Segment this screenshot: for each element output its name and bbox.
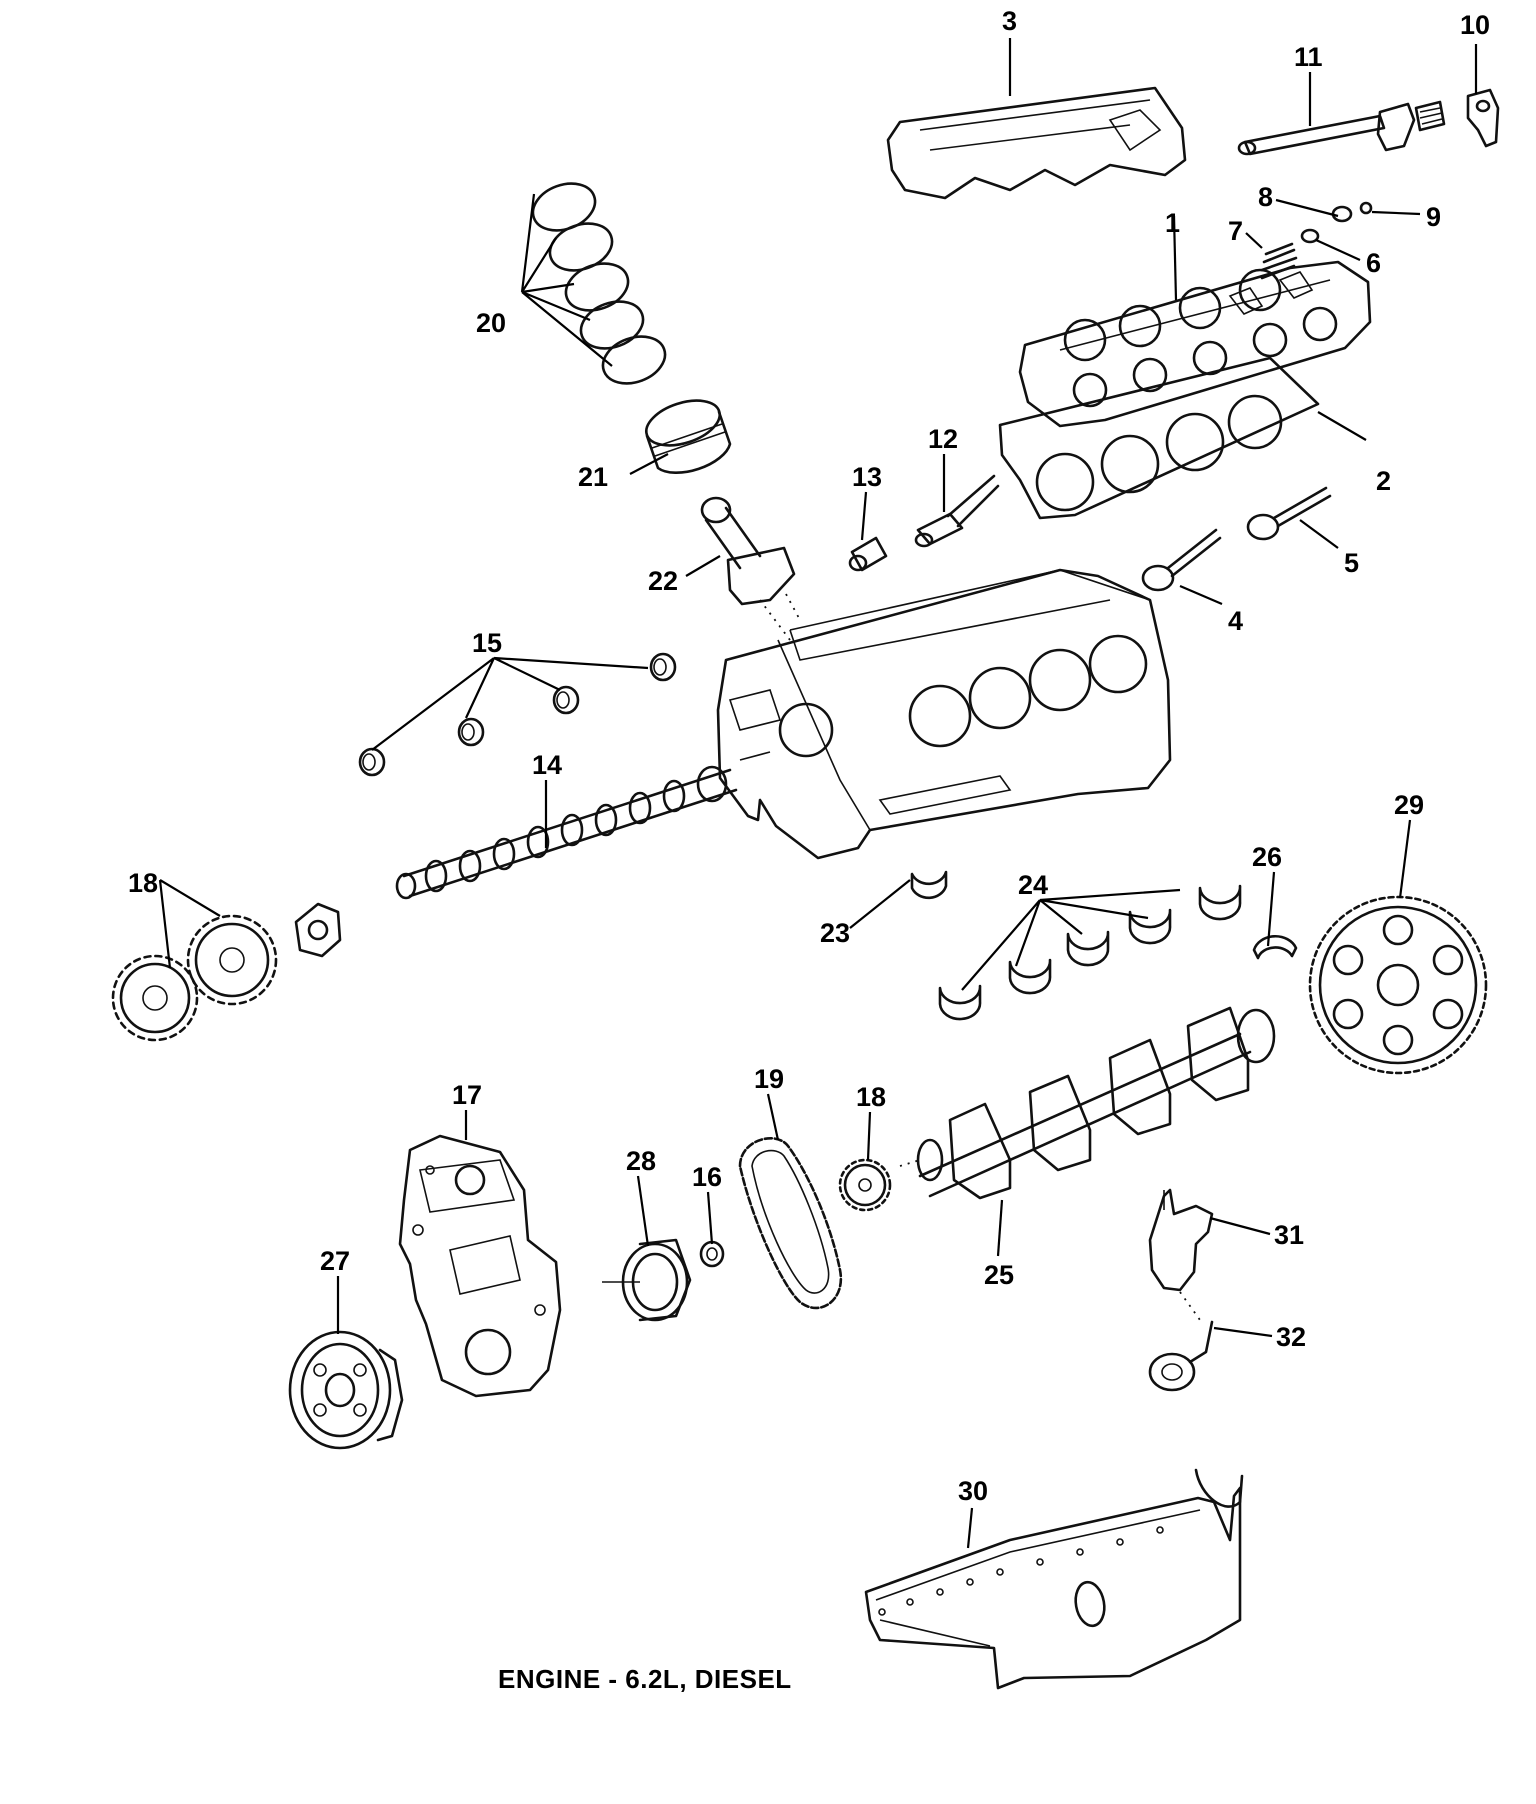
- oil-pump: [1148, 1188, 1214, 1321]
- crankshaft-hub: [602, 1238, 692, 1322]
- callout-7: 7: [1228, 216, 1243, 246]
- callout-30: 30: [958, 1476, 988, 1506]
- spring-seal: [1300, 228, 1320, 244]
- callout-18-crankshaft: 18: [856, 1082, 886, 1112]
- spring-retainer: [1331, 205, 1353, 223]
- callout-28: 28: [626, 1146, 656, 1176]
- callout-1: 1: [1165, 208, 1180, 238]
- timing-chain: [738, 1137, 843, 1310]
- exhaust-valve: [1246, 486, 1332, 541]
- crankshaft-sprocket: [838, 1158, 892, 1212]
- callout-numbers: 1 2 3 4 5 6 7 8 9 10 11 12 13 14 15 16 1…: [128, 6, 1490, 1506]
- callout-4: 4: [1228, 606, 1243, 636]
- oil-pickup-tube: [1148, 1320, 1214, 1392]
- callout-29: 29: [1394, 790, 1424, 820]
- callout-26: 26: [1252, 842, 1282, 872]
- camshaft: [395, 765, 738, 900]
- callout-25: 25: [984, 1260, 1014, 1290]
- rocker-shaft: [1237, 114, 1386, 156]
- callout-16: 16: [692, 1162, 722, 1192]
- crankshaft: [899, 1006, 1276, 1200]
- callout-2: 2: [1376, 466, 1391, 496]
- callout-11: 11: [1294, 42, 1323, 72]
- fuel-nozzle: [914, 474, 1000, 548]
- callout-9: 9: [1426, 202, 1441, 232]
- callout-15: 15: [472, 628, 502, 658]
- piston-rings: [531, 182, 667, 385]
- engine-block: [716, 568, 1172, 860]
- prechamber: [848, 536, 888, 572]
- cylinder-head: [1018, 260, 1372, 428]
- diagram-caption: ENGINE - 6.2L, DIESEL: [498, 1664, 792, 1694]
- callout-23: 23: [820, 918, 850, 948]
- camshaft-thrust-plate: [294, 902, 342, 958]
- timing-cover: [398, 1134, 562, 1398]
- leader-lines: [158, 38, 1478, 1549]
- callout-22: 22: [648, 566, 678, 596]
- callout-17: 17: [452, 1080, 482, 1110]
- callout-21: 21: [578, 462, 608, 492]
- callout-27: 27: [320, 1246, 350, 1276]
- callout-20: 20: [476, 308, 506, 338]
- camshaft-bearings: [358, 652, 677, 777]
- callout-8: 8: [1258, 182, 1273, 212]
- callout-32: 32: [1276, 1322, 1306, 1352]
- head-gasket: [998, 356, 1320, 520]
- valve-spring: [1260, 242, 1298, 280]
- callout-5: 5: [1344, 548, 1359, 578]
- callout-24: 24: [1018, 870, 1048, 900]
- harmonic-balancer: [288, 1330, 404, 1450]
- callout-18-camshaft: 18: [128, 868, 158, 898]
- thrust-washer: [1252, 934, 1298, 960]
- oil-pan: [864, 1468, 1244, 1690]
- intake-valve: [1141, 528, 1222, 592]
- main-bearings: [938, 884, 1242, 1021]
- callout-3: 3: [1002, 6, 1017, 36]
- flexplate: [1308, 895, 1488, 1075]
- callout-10: 10: [1460, 10, 1490, 40]
- camshaft-sprockets: [111, 914, 278, 1042]
- rocker-retainer: [1466, 88, 1500, 148]
- callout-31: 31: [1274, 1220, 1304, 1250]
- rocker-bracket: [1376, 100, 1446, 152]
- callout-12: 12: [928, 424, 958, 454]
- callout-14: 14: [532, 750, 562, 780]
- callout-6: 6: [1366, 248, 1381, 278]
- callout-13: 13: [852, 462, 882, 492]
- valve-cover: [886, 86, 1187, 200]
- connecting-rod-bearing: [910, 870, 948, 900]
- connecting-rod: [700, 496, 801, 641]
- callout-19: 19: [754, 1064, 784, 1094]
- piston: [645, 399, 732, 475]
- valve-keeper: [1359, 201, 1373, 215]
- crankshaft-bolt: [699, 1240, 725, 1268]
